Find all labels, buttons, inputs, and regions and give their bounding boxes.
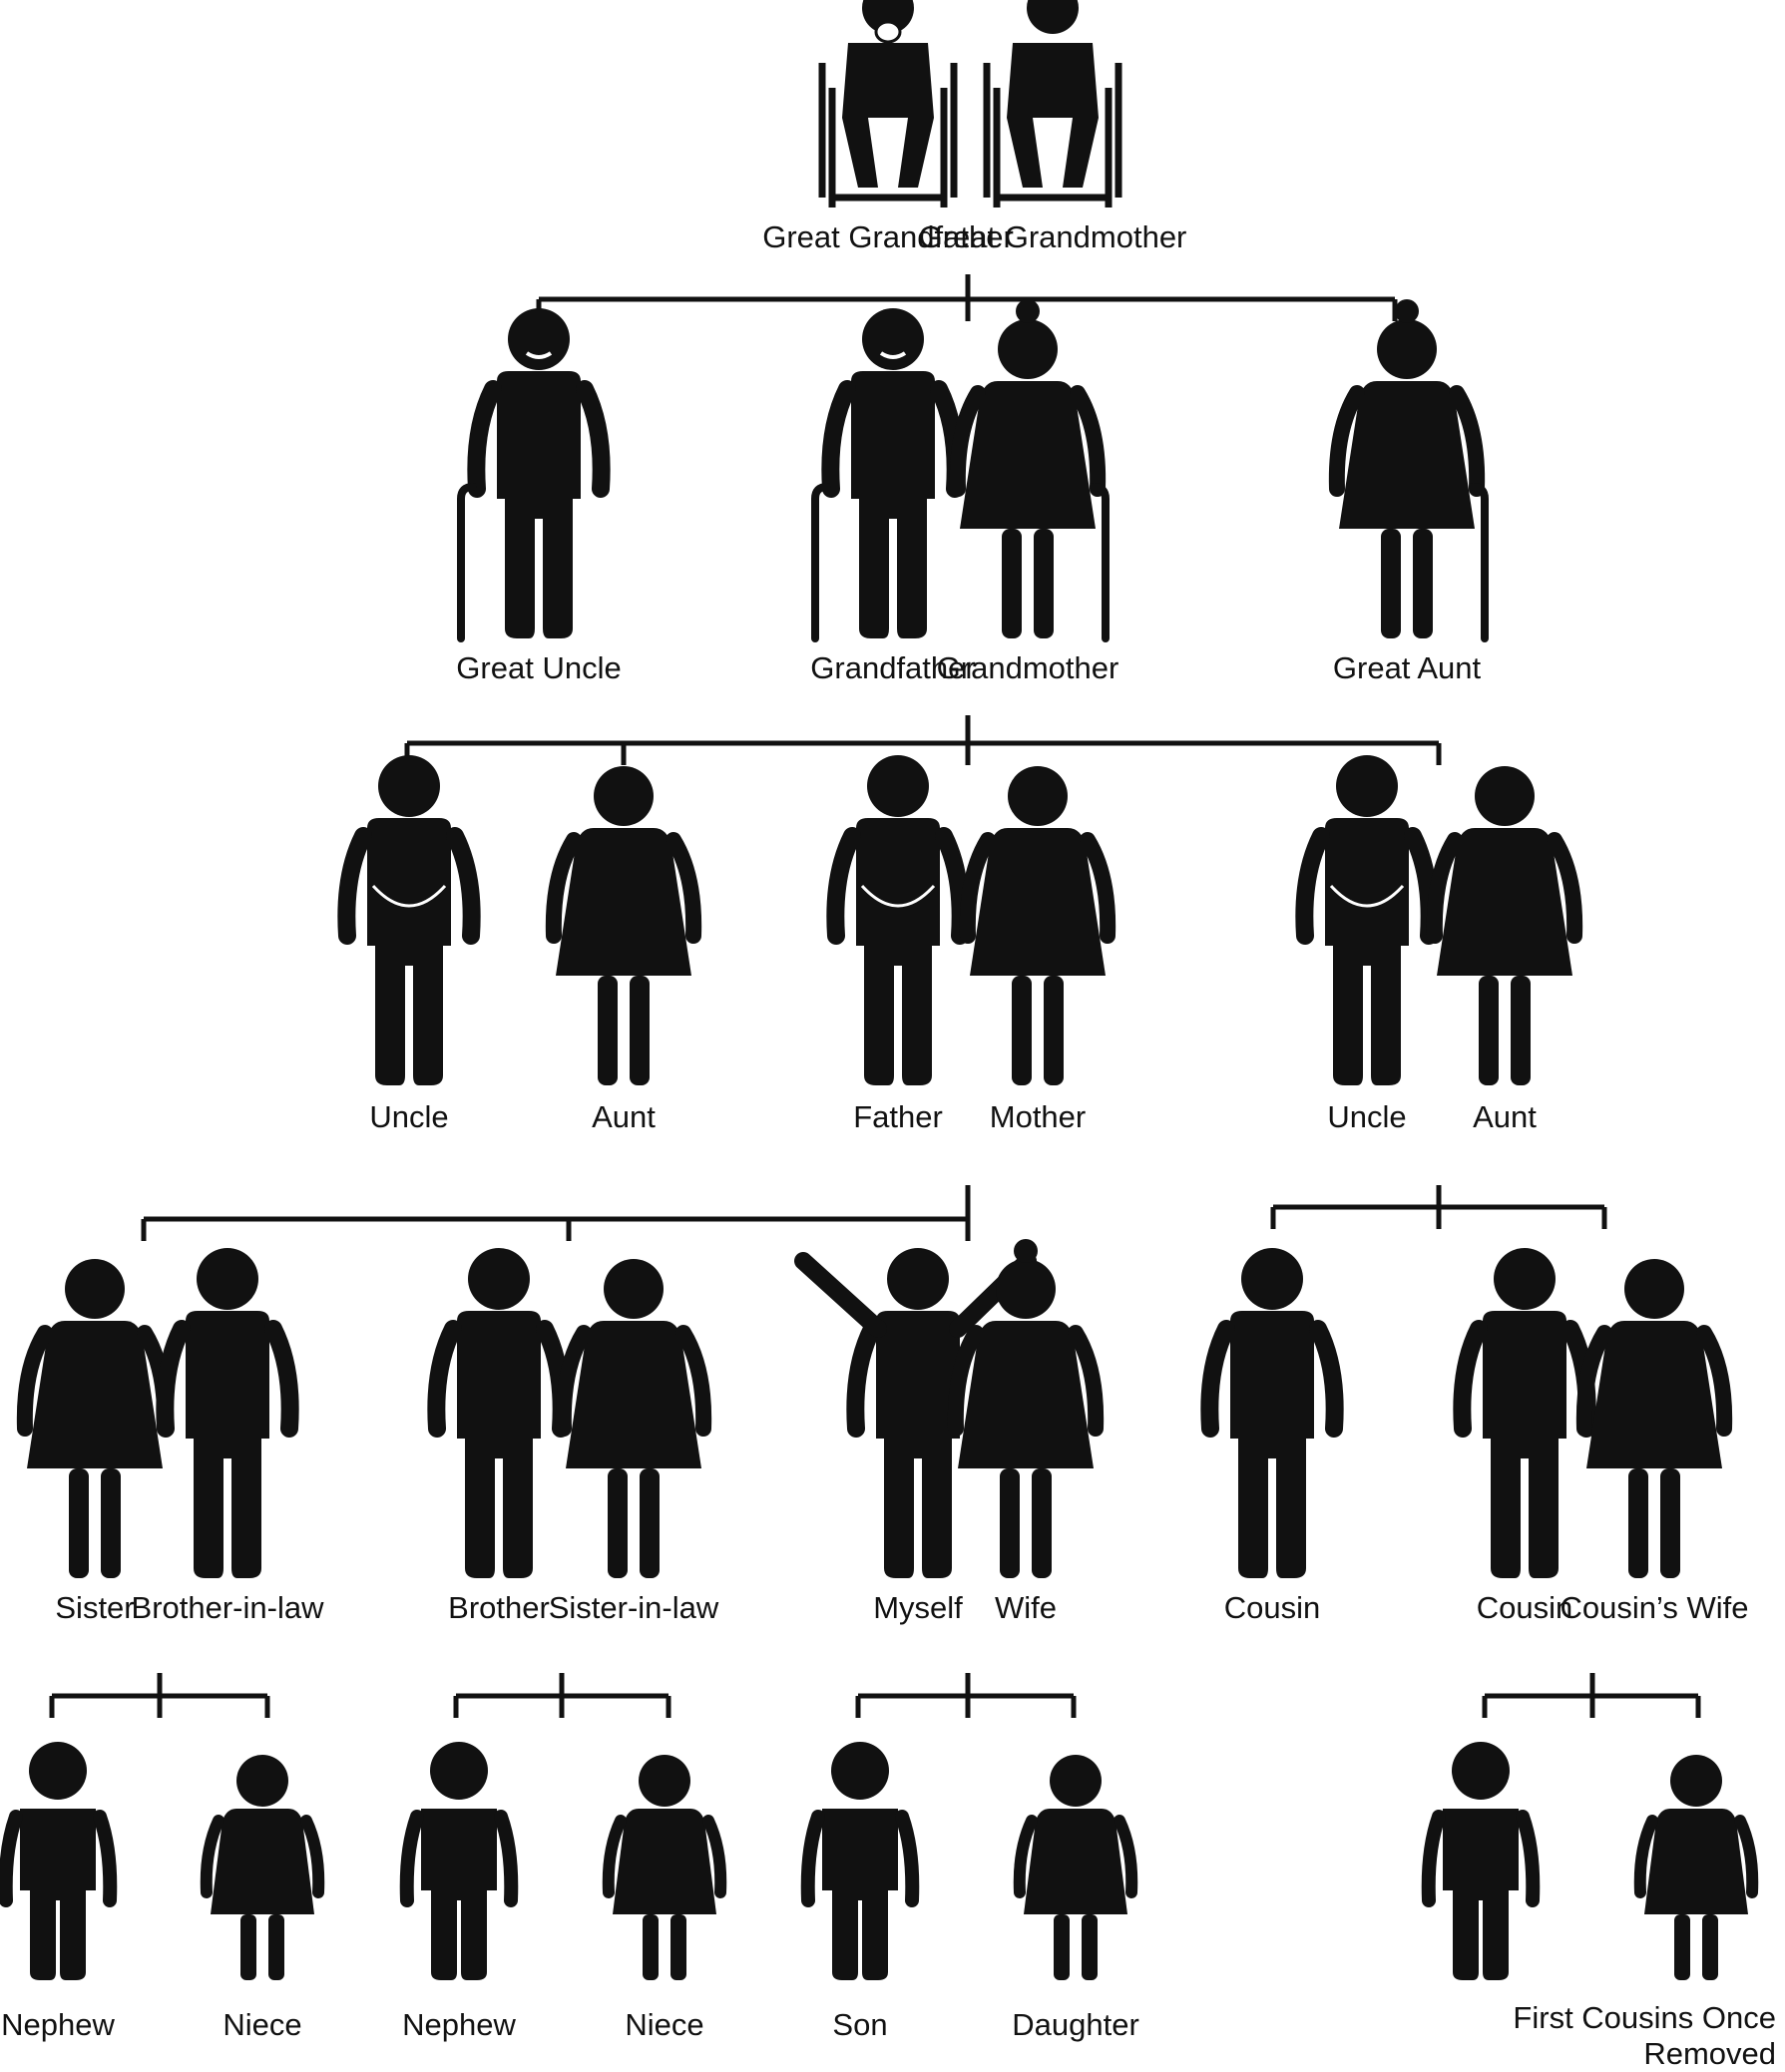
member-label-cousin-s-wife-3-8: Cousin’s Wife <box>1561 1590 1749 1625</box>
woman-icon <box>959 766 1116 1085</box>
wheelchair-grandfather-icon <box>818 0 958 207</box>
member-label-brother-3-2: Brother <box>448 1590 550 1625</box>
woman-icon <box>1426 766 1583 1085</box>
member-label-great-uncle-1-0: Great Uncle <box>456 650 621 685</box>
member-label-aunt-2-1: Aunt <box>592 1099 656 1134</box>
member-label-brother-in-law-3-1: Brother-in-law <box>132 1590 325 1625</box>
tree-connectors <box>49 274 1701 1718</box>
member-label-aunt-2-5: Aunt <box>1473 1099 1537 1134</box>
woman-icon <box>1575 1259 1733 1578</box>
boy-icon <box>1421 1742 1541 1980</box>
member-label-nephew-4-2: Nephew <box>402 2007 516 2042</box>
girl-icon <box>200 1755 325 1980</box>
member-label-nephew-4-0: Nephew <box>1 2007 115 2042</box>
man-icon <box>1453 1248 1596 1578</box>
woman-icon <box>947 1239 1105 1578</box>
member-label-daughter-4-5: Daughter <box>1012 2007 1139 2042</box>
member-label-father-2-2: Father <box>853 1099 943 1134</box>
boy-icon <box>399 1742 519 1980</box>
boy-icon <box>800 1742 920 1980</box>
girl-icon <box>602 1755 727 1980</box>
member-label-uncle-2-0: Uncle <box>369 1099 448 1134</box>
man-icon <box>156 1248 299 1578</box>
member-label-myself-3-4: Myself <box>873 1590 963 1625</box>
man-icon <box>1200 1248 1344 1578</box>
man-waving-icon <box>794 1248 1037 1578</box>
wheelchair-grandmother-icon <box>983 0 1122 207</box>
woman-icon <box>545 766 702 1085</box>
member-label-great-grandmother-0-1: Great Grandmother <box>919 219 1187 254</box>
member-label-sister-3-0: Sister <box>55 1590 134 1625</box>
member-label-grandfather-1-1: Grandfather <box>810 650 975 685</box>
man-icon <box>1295 755 1439 1085</box>
girl-icon <box>1633 1755 1759 1980</box>
man-icon <box>427 1248 571 1578</box>
old-woman-with-cane-icon <box>1328 299 1489 642</box>
old-woman-with-cane-icon <box>949 299 1110 642</box>
woman-icon <box>555 1259 712 1578</box>
man-icon <box>826 755 970 1085</box>
member-label-wife-3-5: Wife <box>995 1590 1057 1625</box>
member-label-mother-2-3: Mother <box>990 1099 1086 1134</box>
member-label-sister-in-law-3-3: Sister-in-law <box>549 1590 719 1625</box>
first-cousins-once-removed-label: First Cousins Once Removed <box>1513 2000 1776 2071</box>
member-label-uncle-2-4: Uncle <box>1327 1099 1406 1134</box>
member-label-cousin-3-6: Cousin <box>1224 1590 1321 1625</box>
girl-icon <box>1013 1755 1138 1980</box>
old-man-with-cane-icon <box>811 308 965 642</box>
woman-icon <box>16 1259 174 1578</box>
member-label-great-aunt-1-3: Great Aunt <box>1333 650 1482 685</box>
member-label-niece-4-3: Niece <box>625 2007 703 2042</box>
member-label-son-4-4: Son <box>832 2007 887 2042</box>
member-label-niece-4-1: Niece <box>223 2007 301 2042</box>
member-label-grandmother-1-2: Grandmother <box>937 650 1119 685</box>
member-label-great-grandfather-0-0: Great Grandfather <box>762 219 1014 254</box>
man-icon <box>337 755 481 1085</box>
boy-icon <box>0 1742 118 1980</box>
member-label-cousin-3-7: Cousin <box>1477 1590 1573 1625</box>
old-man-with-cane-icon <box>457 308 611 642</box>
